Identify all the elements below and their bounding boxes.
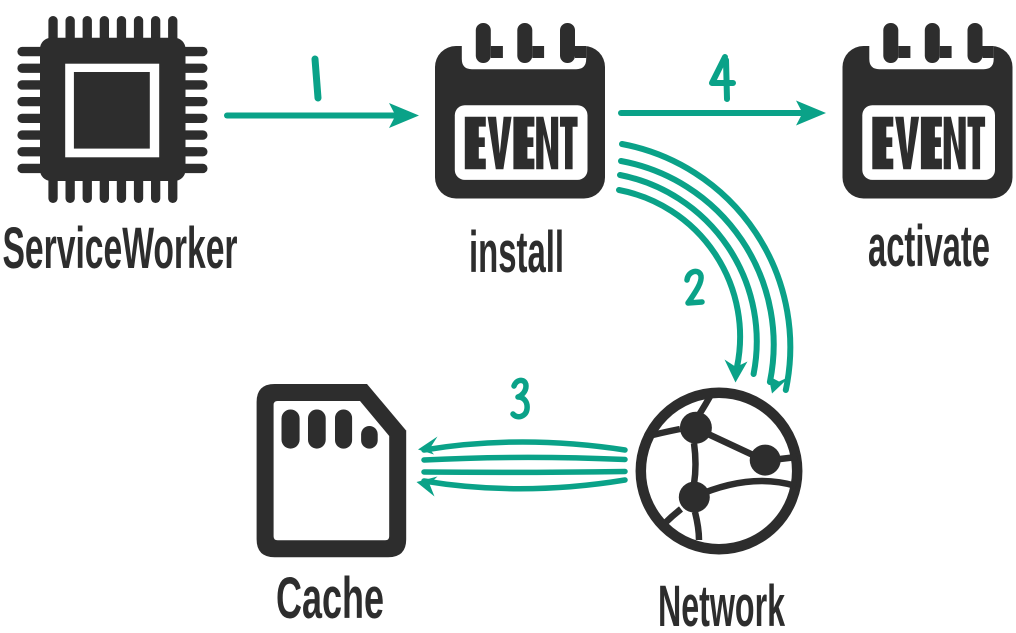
svg-text:Network: Network	[658, 574, 785, 633]
svg-text:install: install	[469, 220, 564, 285]
svg-text:ServiceWorker: ServiceWorker	[3, 216, 238, 281]
svg-text:Cache: Cache	[276, 566, 384, 631]
svg-text:activate: activate	[868, 214, 990, 279]
